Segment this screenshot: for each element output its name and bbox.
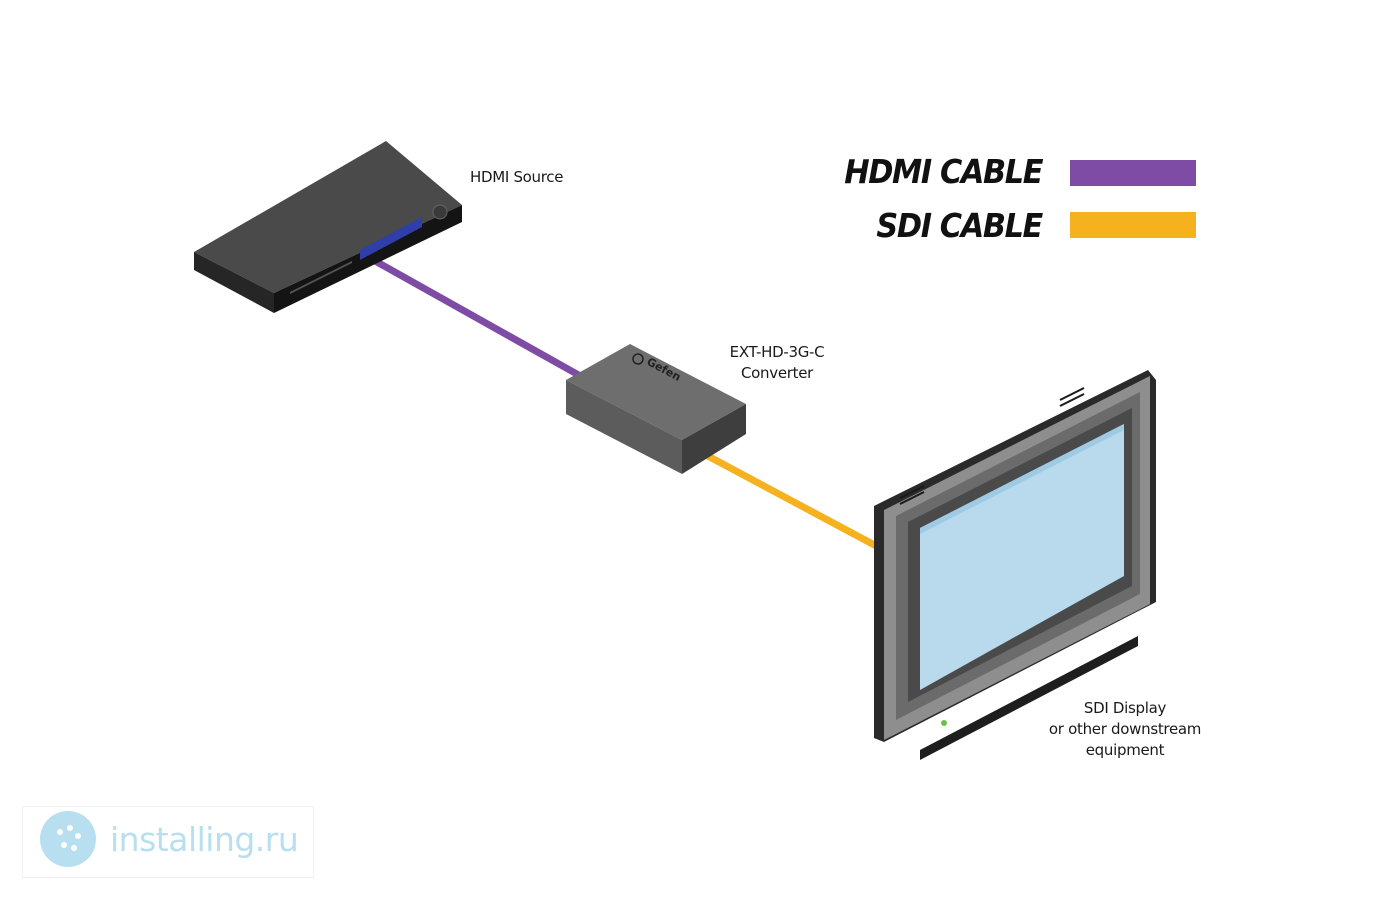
legend-hdmi-swatch — [1070, 160, 1196, 186]
display-screen — [920, 424, 1124, 690]
converter-label: EXT-HD-3G-C Converter — [729, 343, 825, 382]
hdmi-source-label: HDMI Source — [470, 168, 564, 186]
sdi-display-device — [874, 370, 1156, 760]
watermark-text: installing.ru — [110, 820, 299, 859]
watermark-box — [22, 806, 314, 878]
legend-sdi-label: SDI CABLE — [876, 206, 1043, 245]
display-label: SDI Display or other downstream equipmen… — [1048, 699, 1202, 759]
gefen-logo-icon — [632, 353, 644, 365]
hdmi-cable-line — [364, 253, 588, 382]
sdi-cable-line — [702, 451, 884, 552]
hdmi-source-device — [194, 141, 462, 313]
legend-sdi-swatch — [1070, 212, 1196, 238]
watermark-logo-icon — [40, 811, 96, 867]
legend-hdmi-label: HDMI CABLE — [844, 152, 1043, 191]
